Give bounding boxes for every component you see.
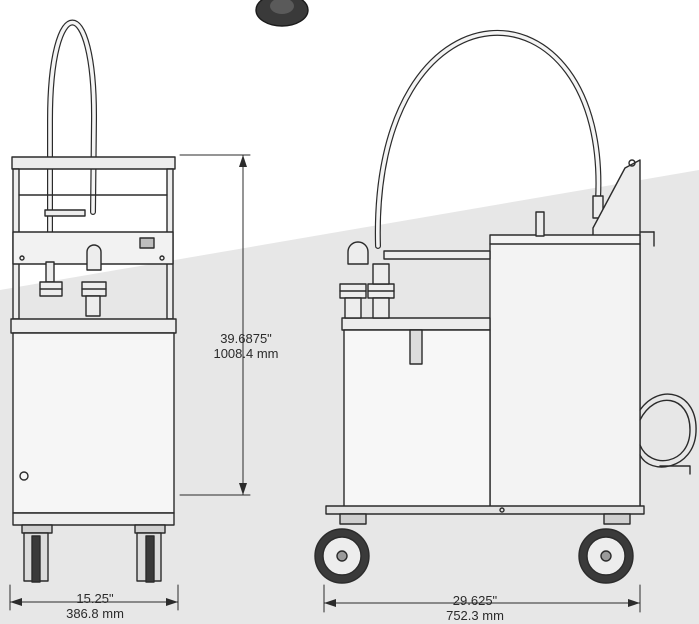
side-view xyxy=(314,29,697,584)
front-left-caster xyxy=(21,524,53,583)
side-bottom-rail xyxy=(325,505,645,515)
depth-metric: 752.3 mm xyxy=(446,608,504,623)
height-metric: 1008.4 mm xyxy=(213,346,279,361)
depth-imperial: 29.625" xyxy=(452,593,498,608)
depth-dimension-line xyxy=(323,584,641,613)
height-dimension-line xyxy=(179,154,251,496)
cropped-wheel-fragment xyxy=(255,0,309,27)
front-right-caster xyxy=(134,524,166,583)
height-imperial: 39.6875" xyxy=(220,331,272,346)
front-hose xyxy=(47,19,98,265)
side-front-box xyxy=(341,317,491,331)
side-rear-caster xyxy=(578,513,634,584)
front-tank xyxy=(10,318,177,334)
side-front-caster xyxy=(314,513,370,584)
side-rear-box xyxy=(489,234,641,511)
power-cord-coil xyxy=(639,393,697,475)
height-dimension-label: 39.6875" 1008.4 mm xyxy=(208,331,284,361)
front-view xyxy=(10,19,177,583)
width-dimension-label: 15.25" 386.8 mm xyxy=(50,591,140,621)
width-imperial: 15.25" xyxy=(76,591,114,606)
width-dimension-line xyxy=(9,584,179,611)
depth-dimension-label: 29.625" 752.3 mm xyxy=(420,593,530,623)
front-top-rail xyxy=(11,156,176,170)
width-metric: 386.8 mm xyxy=(66,606,124,621)
side-hose xyxy=(374,29,602,249)
